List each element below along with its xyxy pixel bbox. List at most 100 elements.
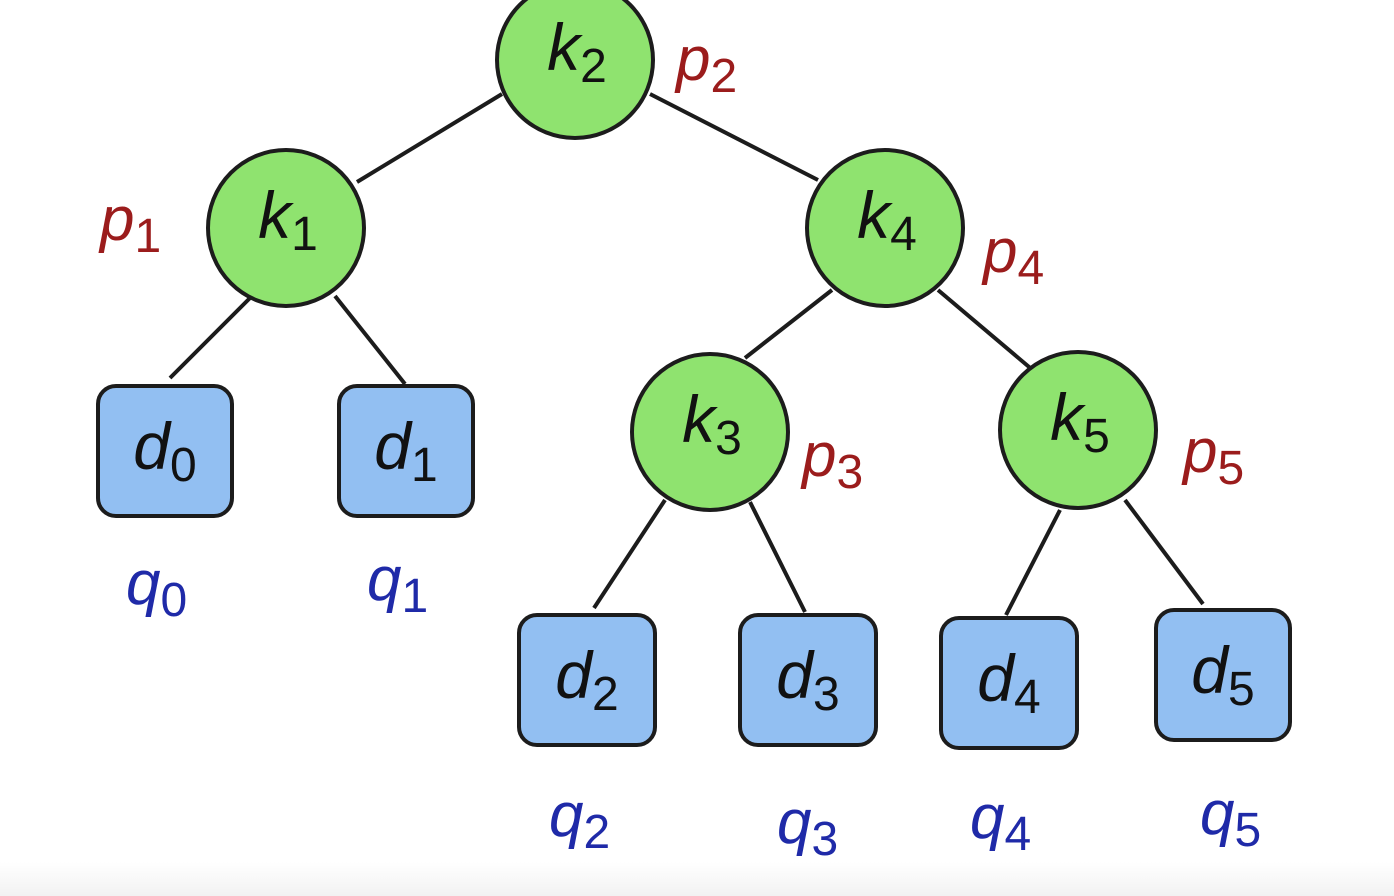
edge-k1-d0 [168, 296, 252, 380]
leaf-box-d5 [1154, 608, 1292, 742]
key-node-k4: k4 [805, 148, 965, 308]
edge-k3-d2 [592, 498, 667, 610]
prob-label-q2: q2 [549, 781, 610, 859]
edge-k4-k3 [743, 288, 834, 360]
edges [168, 92, 1205, 616]
key-circle-k3 [630, 352, 790, 512]
leaf-label-d3: d3 [776, 638, 839, 721]
key-label-k4-base: k [857, 178, 893, 252]
edge-k3-d3 [748, 501, 807, 613]
edge-k2-k4 [649, 92, 819, 182]
edge-k5-d5 [1123, 498, 1205, 606]
prob-label-q5: q5 [1200, 779, 1261, 857]
prob-label-q2-base: q [549, 781, 584, 850]
prob-label-q1-base: q [367, 545, 402, 614]
edge-k1-d1 [333, 294, 407, 386]
leaf-box-d4 [939, 616, 1079, 750]
prob-label-q4-base: q [970, 783, 1005, 852]
prob-label-q5-subscript: 5 [1234, 804, 1261, 857]
key-label-k5-base: k [1050, 380, 1086, 454]
key-label-k1-base: k [258, 178, 294, 252]
prob-label-q0: q0 [126, 549, 187, 627]
prob-label-q5-base: q [1200, 779, 1235, 848]
leaf-label-d1: d1 [374, 409, 437, 492]
prob-label-p3-base: p [800, 421, 836, 490]
leaf-box-d3 [738, 613, 878, 747]
prob-label-q3: q3 [777, 788, 838, 866]
leaf-label-d4-subscript: 4 [1014, 671, 1041, 724]
leaf-label-d4: d4 [977, 641, 1040, 724]
key-circle-k5 [998, 350, 1158, 510]
leaf-label-d5: d5 [1191, 633, 1254, 716]
key-label-k2: k2 [547, 10, 607, 93]
dummy-leaf-d1: d1 [337, 384, 475, 518]
prob-label-q1-subscript: 1 [401, 570, 428, 623]
key-circle-k4 [805, 148, 965, 308]
leaf-label-d0-subscript: 0 [170, 439, 197, 492]
prob-label-q3-subscript: 3 [811, 813, 838, 866]
key-label-k3-subscript: 3 [715, 412, 742, 465]
prob-label-p4: p4 [981, 217, 1044, 295]
bottom-edge [0, 862, 1394, 896]
prob-label-p5-base: p [1181, 417, 1217, 486]
key-node-k3: k3 [630, 352, 790, 512]
leaf-box-d1 [337, 384, 475, 518]
leaf-label-d3-subscript: 3 [813, 668, 840, 721]
leaf-box-d2 [517, 613, 657, 747]
key-label-k1-subscript: 1 [291, 208, 318, 261]
leaf-label-d2-base: d [555, 638, 594, 712]
key-circle-k1 [206, 148, 366, 308]
key-label-k3: k3 [682, 382, 742, 465]
leaf-label-d5-base: d [1191, 633, 1230, 707]
edge-k4-k5 [936, 288, 1037, 374]
key-circle-k2 [495, 0, 655, 140]
key-node-k5: k5 [998, 350, 1158, 510]
leaf-label-d5-subscript: 5 [1228, 663, 1255, 716]
prob-label-p3-subscript: 3 [836, 446, 863, 499]
leaf-label-d0-base: d [133, 409, 172, 483]
key-node-k2: k2 [495, 0, 655, 140]
dummy-leaf-d2: d2 [517, 613, 657, 747]
key-label-k2-subscript: 2 [580, 40, 607, 93]
prob-label-q0-base: q [126, 549, 161, 618]
prob-label-q1: q1 [367, 545, 428, 623]
key-label-k3-base: k [682, 382, 718, 456]
prob-label-p5-subscript: 5 [1217, 442, 1244, 495]
prob-label-p5: p5 [1181, 417, 1244, 495]
leaf-label-d0: d0 [133, 409, 196, 492]
prob-label-q3-base: q [777, 788, 812, 857]
prob-label-p4-subscript: 4 [1017, 242, 1044, 295]
prob-label-p1-subscript: 1 [134, 210, 161, 263]
prob-label-q2-subscript: 2 [583, 806, 610, 859]
leaf-label-d2-subscript: 2 [592, 668, 619, 721]
dummy-leaf-d3: d3 [738, 613, 878, 747]
key-label-k5-subscript: 5 [1083, 410, 1110, 463]
leaf-label-d4-base: d [977, 641, 1016, 715]
prob-label-p1: p1 [98, 185, 161, 263]
leaf-box-d0 [96, 384, 234, 518]
edge-k5-d4 [1004, 509, 1062, 616]
prob-label-p2: p2 [674, 25, 737, 103]
key-label-k4-subscript: 4 [890, 208, 917, 261]
prob-label-q0-subscript: 0 [160, 574, 187, 627]
leaf-label-d3-base: d [776, 638, 815, 712]
prob-label-p3: p3 [800, 421, 863, 499]
leaf-label-d1-subscript: 1 [411, 439, 438, 492]
prob-label-p1-base: p [98, 185, 134, 254]
prob-label-p2-base: p [674, 25, 710, 94]
prob-label-q4: q4 [970, 783, 1031, 861]
dummy-leaf-d5: d5 [1154, 608, 1292, 742]
leaf-label-d1-base: d [374, 409, 413, 483]
key-node-k1: k1 [206, 148, 366, 308]
prob-label-q4-subscript: 4 [1004, 808, 1031, 861]
key-label-k2-base: k [547, 10, 583, 84]
edge-k2-k1 [355, 92, 504, 184]
key-label-k1: k1 [258, 178, 318, 261]
dummy-leaf-d0: d0 [96, 384, 234, 518]
prob-label-p4-base: p [981, 217, 1017, 286]
key-label-k5: k5 [1050, 380, 1110, 463]
dummy-leaf-d4: d4 [939, 616, 1079, 750]
